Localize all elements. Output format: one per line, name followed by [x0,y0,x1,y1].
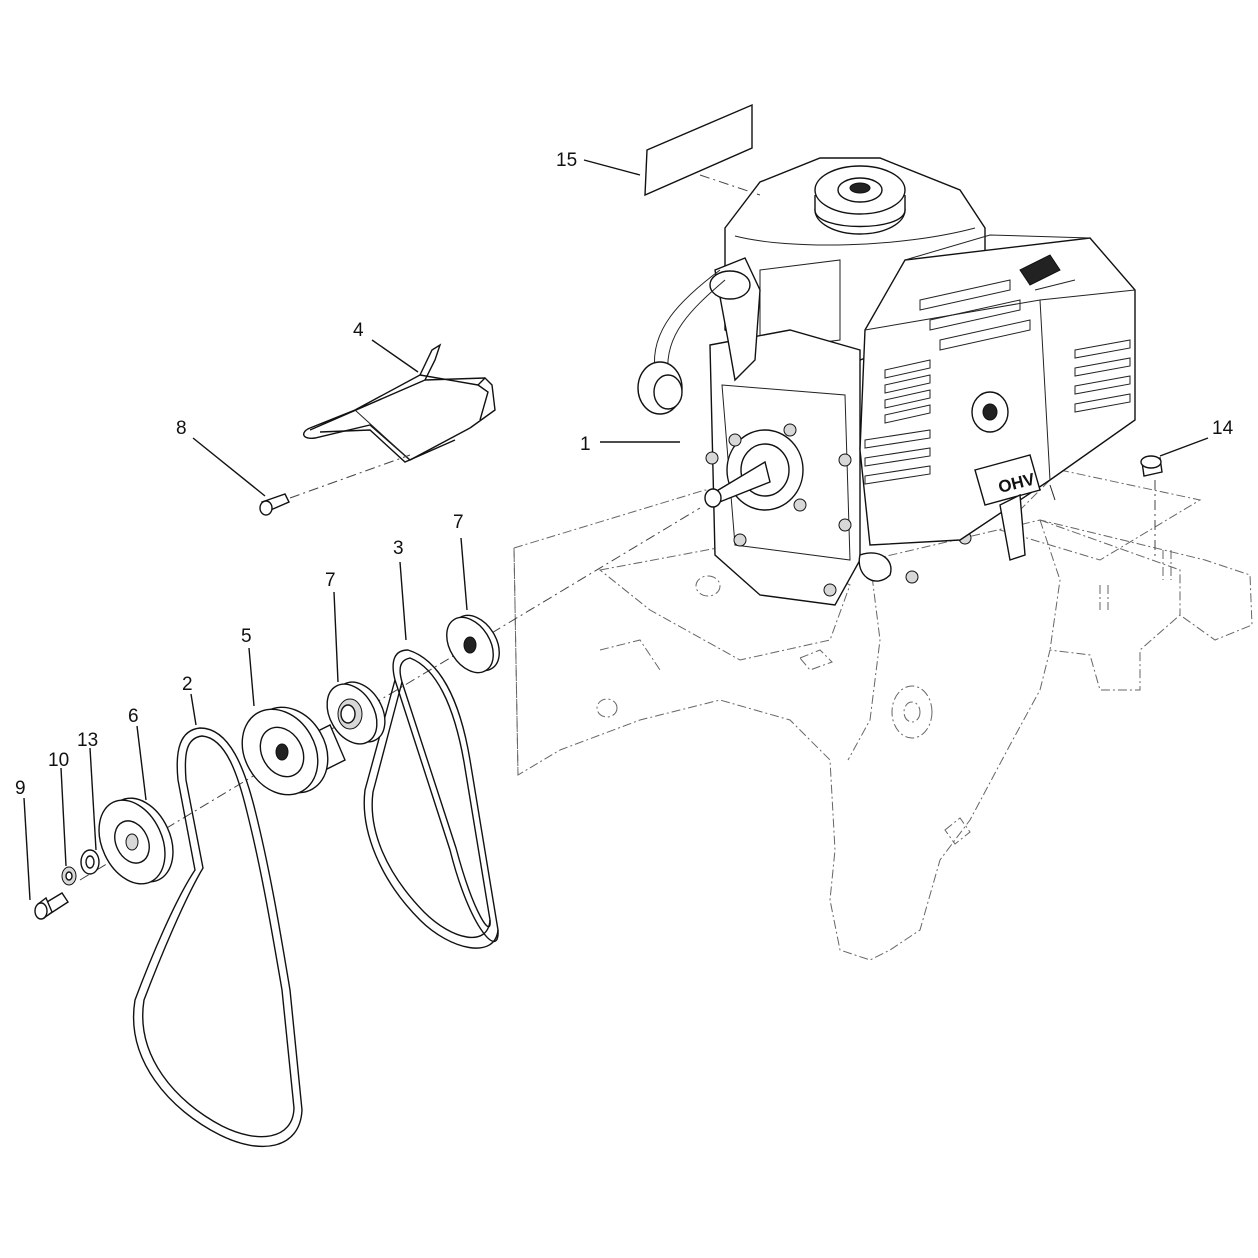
bolt-part-9 [34,892,69,920]
pulley-part-6 [98,797,174,885]
callout-5: 5 [241,626,252,647]
callout-3: 3 [393,538,404,559]
decal-part-15 [644,103,761,197]
callout-8: 8 [176,418,187,439]
callout-labels: 15 4 8 1 14 7 3 7 5 2 6 13 10 9 [15,150,1234,799]
spacer-part-7-lower [326,681,386,745]
callout-7-lower: 7 [325,570,336,591]
callout-15: 15 [556,150,577,171]
leader-lines [23,159,1209,901]
callout-9: 9 [15,778,26,799]
callout-6: 6 [128,706,139,727]
callout-2: 2 [182,674,193,695]
fuel-cap [814,165,906,235]
callout-13: 13 [77,730,98,751]
bolt-part-8 [259,454,411,516]
pulley-part-5 [241,706,346,796]
lockwasher-part-10 [61,866,77,886]
crankshaft [704,429,804,511]
callout-4: 4 [353,320,364,341]
spacer-part-7-upper [446,614,500,674]
engine: OHV [637,157,1136,606]
chassis-frame [513,469,1253,961]
pulley-axis [79,507,701,881]
belt-guide-part-4 [303,343,496,463]
belt-part-2 [132,727,303,1147]
callout-14: 14 [1212,418,1234,439]
callout-1: 1 [580,434,591,455]
callout-7-upper: 7 [453,512,464,533]
nut-part-14 [1140,455,1163,560]
belt-part-3 [363,649,499,949]
washer-part-13 [80,849,100,875]
callout-10: 10 [48,750,69,771]
vent-slots [864,279,1131,485]
